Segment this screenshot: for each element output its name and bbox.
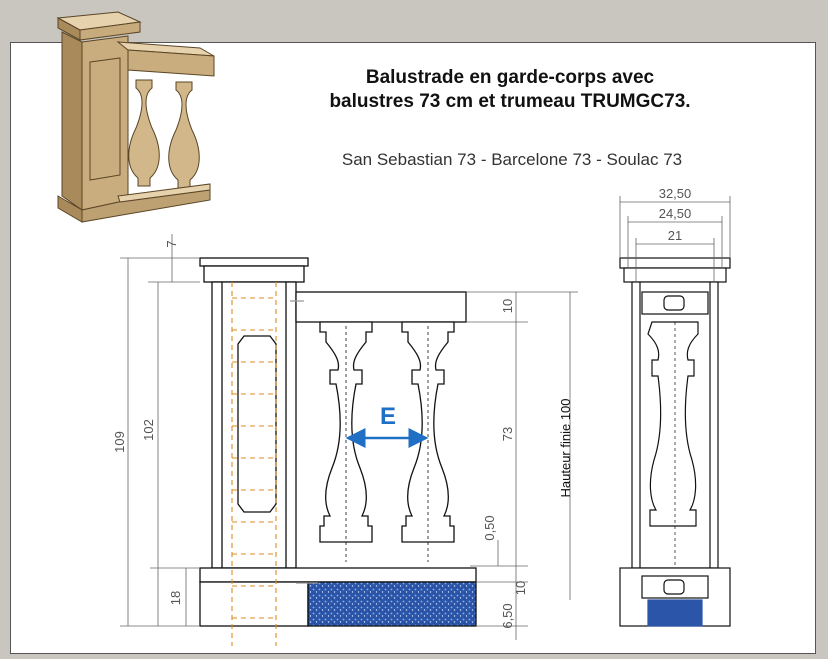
dim-handrail: 10 [500, 299, 515, 313]
side-elevation [619, 257, 731, 627]
dim-side-outer: 32,50 [659, 186, 692, 201]
front-elevation [199, 257, 477, 646]
subtitle: San Sebastian 73 - Barcelone 73 - Soulac… [341, 150, 683, 169]
dim-base-height: 18 [168, 591, 183, 605]
dim-offset: 0,50 [482, 515, 497, 540]
dim-pillar-height: 102 [141, 419, 156, 441]
isometric-3d-view [56, 11, 215, 223]
finished-height-label: Hauteur finie 100 [558, 398, 573, 497]
title-line-2: balustres 73 cm et trumeau TRUMGC73. [329, 91, 691, 112]
title-line-1: Balustrade en garde-corps avec [365, 67, 655, 88]
dim-baluster: 73 [500, 427, 515, 441]
dim-side-inner: 21 [668, 228, 682, 243]
right-dimension-lines [466, 291, 578, 640]
dim-foundation: 6,50 [500, 603, 515, 628]
spacing-label: E [380, 403, 396, 430]
dim-total-height: 109 [112, 431, 127, 453]
dim-side-mid: 24,50 [659, 206, 692, 221]
left-dimension-lines [120, 234, 200, 627]
side-dimension-lines [619, 196, 731, 282]
dim-plinth: 10 [513, 581, 528, 595]
dim-top-cap: 7 [164, 240, 179, 247]
